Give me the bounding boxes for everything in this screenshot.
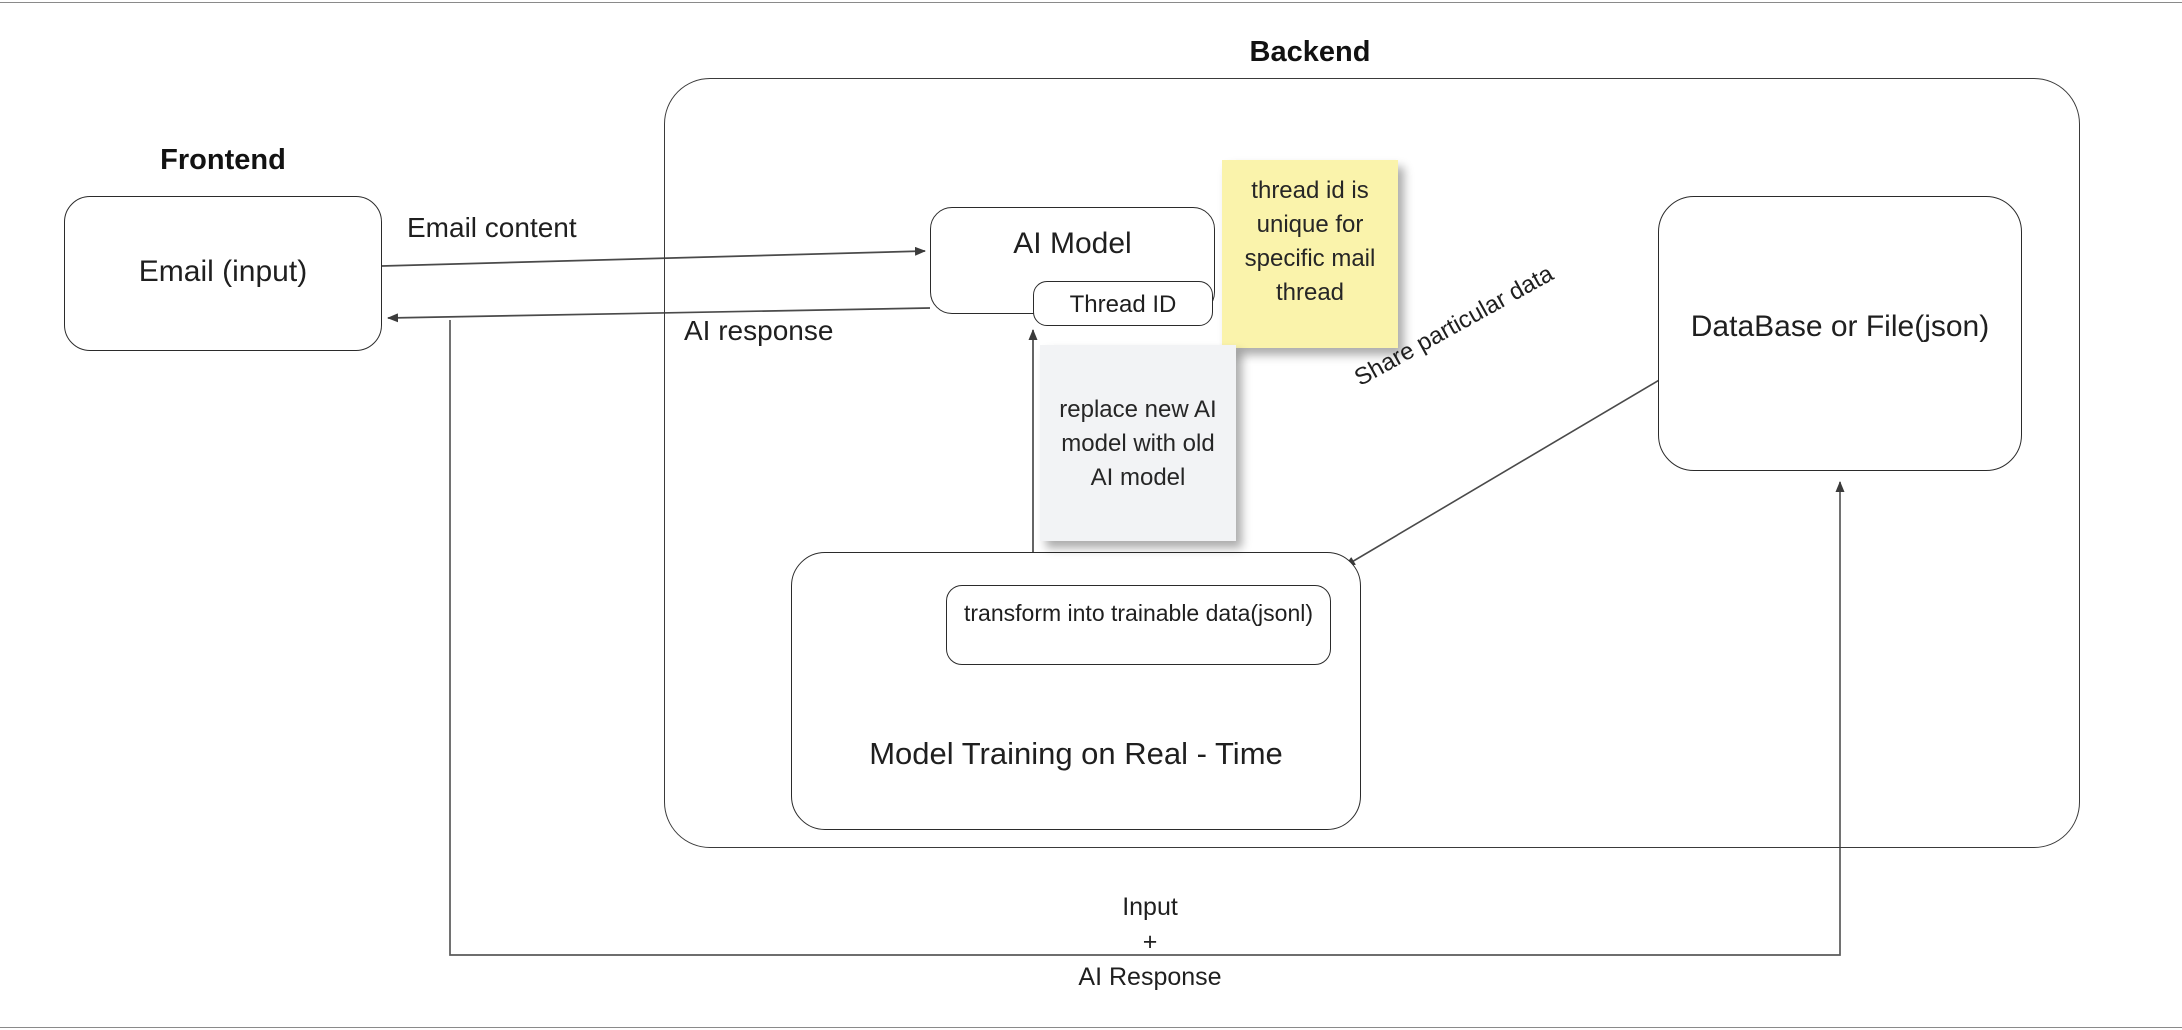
node-thread-id[interactable]: Thread ID [1033,281,1213,326]
edge-label-bottom-input: Input [1122,893,1178,921]
backend-title: Backend [1249,36,1371,68]
backend-group-container [664,78,2080,848]
edge-label-ai-response: AI response [684,315,834,346]
top-divider [0,2,2182,3]
node-database-or-file[interactable]: DataBase or File(json) [1658,196,2022,471]
frontend-title: Frontend [160,144,286,176]
node-transform-trainable-data[interactable]: transform into trainable data(jsonl) [946,585,1331,665]
bottom-divider [0,1027,2182,1028]
node-model-training-label: Model Training on Real - Time [869,736,1283,771]
node-thread-id-label: Thread ID [1069,291,1177,318]
node-transform-trainable-data-label: transform into trainable data(jsonl) [964,600,1313,626]
edge-label-bottom-plus: + [1142,928,1158,956]
node-database-or-file-label: DataBase or File(json) [1690,310,1990,343]
sticky-note-replace-model[interactable]: replace new AI model with old AI model [1040,345,1236,541]
edge-label-bottom-ai-response: AI Response [1078,963,1222,991]
node-email-input-label: Email (input) [138,255,308,288]
sticky-note-thread-id[interactable]: thread id is unique for specific mail th… [1222,160,1398,348]
node-email-input[interactable]: Email (input) [64,196,382,351]
edge-label-email-content: Email content [407,212,577,243]
node-ai-model-label: AI Model [1013,227,1132,260]
